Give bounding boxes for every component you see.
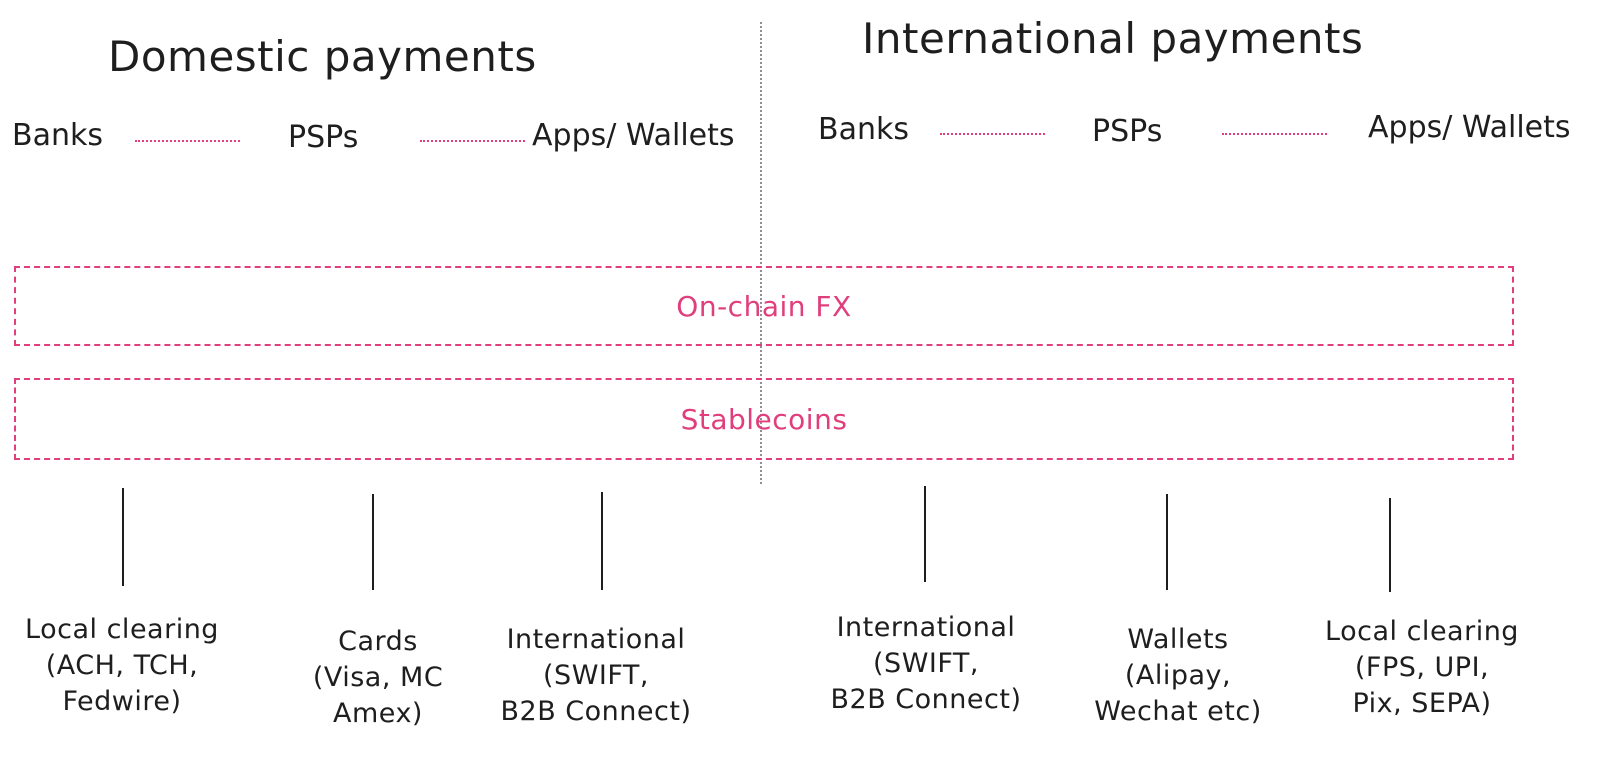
layer-onchain-fx: On-chain FX bbox=[14, 266, 1514, 346]
rail-line: Amex) bbox=[333, 698, 423, 729]
stem-international-wallets bbox=[1166, 494, 1168, 590]
domestic-dotted-connector-2 bbox=[420, 140, 525, 142]
rail-line: (Alipay, bbox=[1124, 660, 1232, 691]
international-actor-banks: Banks bbox=[818, 112, 909, 147]
rail-line: (FPS, UPI, bbox=[1354, 652, 1490, 683]
layer-onchain-fx-label: On-chain FX bbox=[676, 289, 852, 323]
domestic-actor-apps-wallets: Apps/ Wallets bbox=[532, 118, 735, 153]
rail-line: (Visa, MC bbox=[312, 662, 444, 693]
rail-line: International bbox=[506, 624, 686, 655]
rail-line: (SWIFT, bbox=[873, 648, 979, 679]
international-rail-wallets: Wallets (Alipay, Wechat etc) bbox=[1058, 622, 1298, 730]
section-divider bbox=[760, 22, 762, 484]
stem-domestic-local-clearing bbox=[122, 488, 124, 586]
international-rail-international: International (SWIFT, B2B Connect) bbox=[806, 610, 1046, 718]
rail-line: Cards bbox=[338, 626, 418, 657]
domestic-rail-local-clearing: Local clearing (ACH, TCH, Fedwire) bbox=[2, 612, 242, 720]
rail-line: B2B Connect) bbox=[830, 684, 1022, 715]
international-actor-psps: PSPs bbox=[1092, 114, 1163, 149]
stem-international-local-clearing bbox=[1389, 498, 1391, 592]
international-dotted-connector-2 bbox=[1222, 133, 1327, 135]
rail-line: Fedwire) bbox=[62, 686, 182, 717]
domestic-actor-psps: PSPs bbox=[288, 120, 359, 155]
international-dotted-connector-1 bbox=[940, 133, 1045, 135]
rail-line: B2B Connect) bbox=[500, 696, 692, 727]
rail-line: International bbox=[836, 612, 1016, 643]
stem-international-international bbox=[924, 486, 926, 582]
international-actor-apps-wallets: Apps/ Wallets bbox=[1368, 110, 1571, 145]
rail-line: Wechat etc) bbox=[1094, 696, 1262, 727]
international-heading: International payments bbox=[862, 14, 1364, 63]
domestic-heading: Domestic payments bbox=[108, 32, 537, 81]
rail-line: Local clearing bbox=[25, 614, 219, 645]
domestic-rail-cards: Cards (Visa, MC Amex) bbox=[258, 624, 498, 732]
domestic-dotted-connector-1 bbox=[135, 140, 240, 142]
layer-stablecoins: Stablecoins bbox=[14, 378, 1514, 460]
domestic-actor-banks: Banks bbox=[12, 118, 103, 153]
layer-stablecoins-label: Stablecoins bbox=[680, 402, 848, 436]
stem-domestic-cards bbox=[372, 494, 374, 590]
domestic-rail-international: International (SWIFT, B2B Connect) bbox=[476, 622, 716, 730]
rail-line: Pix, SEPA) bbox=[1352, 688, 1492, 719]
stem-domestic-international bbox=[601, 492, 603, 590]
rail-line: (SWIFT, bbox=[543, 660, 649, 691]
rail-line: (ACH, TCH, bbox=[45, 650, 199, 681]
international-rail-local-clearing: Local clearing (FPS, UPI, Pix, SEPA) bbox=[1302, 614, 1542, 722]
rail-line: Wallets bbox=[1127, 624, 1229, 655]
rail-line: Local clearing bbox=[1325, 616, 1519, 647]
